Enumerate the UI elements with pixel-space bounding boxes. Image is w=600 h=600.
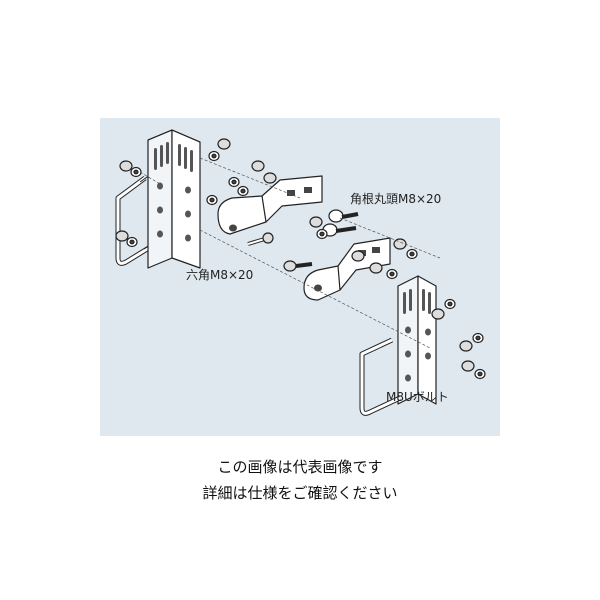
right-hardware (431, 298, 486, 380)
hex-bolt (247, 232, 274, 246)
caption-line-1: この画像は代表画像です (217, 458, 383, 476)
carriage-bolt-label: 角根丸頭M8×20 (350, 192, 442, 206)
caption-line-2: 詳細は仕様をご確認ください (202, 484, 398, 502)
middle-hardware (351, 238, 418, 280)
left-angle-bracket (147, 129, 201, 269)
assembly-guide-lines (139, 157, 441, 349)
right-u-bolt (359, 337, 402, 416)
left-nuts-washers (115, 160, 142, 248)
left-bracket-right-hardware (206, 138, 277, 206)
exploded-assembly-drawing (115, 129, 486, 416)
hex-bolt-label: 六角M8×20 (186, 268, 254, 282)
right-angle-bracket (397, 275, 437, 405)
left-u-bolt (115, 174, 154, 266)
carriage-bolts (309, 209, 359, 240)
upper-offset-bracket (217, 175, 323, 235)
lower-hex-bolt (283, 260, 313, 272)
u-bolt-label: M8Uボルト (386, 390, 449, 404)
diagram-panel: 角根丸頭M8×20 六角M8×20 M8Uボルト (100, 118, 500, 436)
